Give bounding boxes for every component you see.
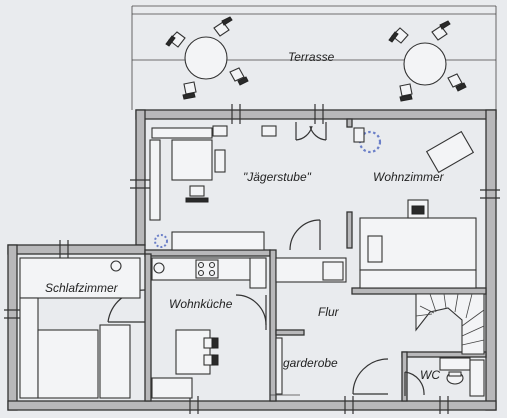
- stove-icon: [195, 259, 219, 279]
- chair-icon: [388, 27, 409, 44]
- chair-icon: [399, 83, 413, 102]
- windows: [4, 104, 500, 414]
- room-label-hall: Flur: [318, 305, 339, 319]
- chair-icon: [203, 354, 219, 366]
- door-swing-icon: [404, 371, 425, 396]
- room-label-terrace: Terrasse: [288, 50, 335, 64]
- room-label-wc: WC: [420, 368, 440, 382]
- door-swing-icon: [235, 294, 267, 330]
- stair-icon: [415, 293, 485, 355]
- chair-icon: [229, 67, 249, 86]
- door-swing-icon: [295, 122, 327, 141]
- chair-icon: [165, 31, 186, 48]
- door-swing-icon: [352, 358, 389, 395]
- sink-icon: [153, 262, 165, 274]
- room-label-jaegerstube: "Jägerstube": [243, 170, 311, 184]
- room-label-living-room: Wohnzimmer: [373, 170, 444, 184]
- jaegerstube-furniture: [149, 125, 277, 251]
- armchair-icon: [407, 199, 429, 219]
- kitchen-furniture: [151, 257, 347, 399]
- hall-furniture: [270, 337, 300, 396]
- wc-fixtures: [439, 357, 485, 397]
- bedroom-furniture: [19, 257, 141, 399]
- room-label-kitchen: Wohnküche: [169, 297, 233, 311]
- sink-icon: [110, 260, 122, 272]
- chair-icon: [203, 337, 219, 349]
- room-label-wardrobe: garderobe: [283, 356, 338, 370]
- chair-icon: [431, 20, 451, 41]
- living-room-furniture: [353, 127, 477, 289]
- outer-walls: [7, 109, 497, 411]
- chair-icon: [213, 16, 233, 37]
- plant-icon: [154, 234, 168, 248]
- terrace-table-left: [165, 16, 249, 100]
- chair-icon: [447, 73, 467, 92]
- terrace-table-right: [388, 20, 467, 102]
- chair-icon: [182, 81, 197, 100]
- room-label-bedroom: Schlafzimmer: [45, 281, 118, 295]
- toilet-icon: [446, 371, 464, 385]
- door-swing-icon: [289, 219, 321, 251]
- chair-icon: [185, 185, 209, 203]
